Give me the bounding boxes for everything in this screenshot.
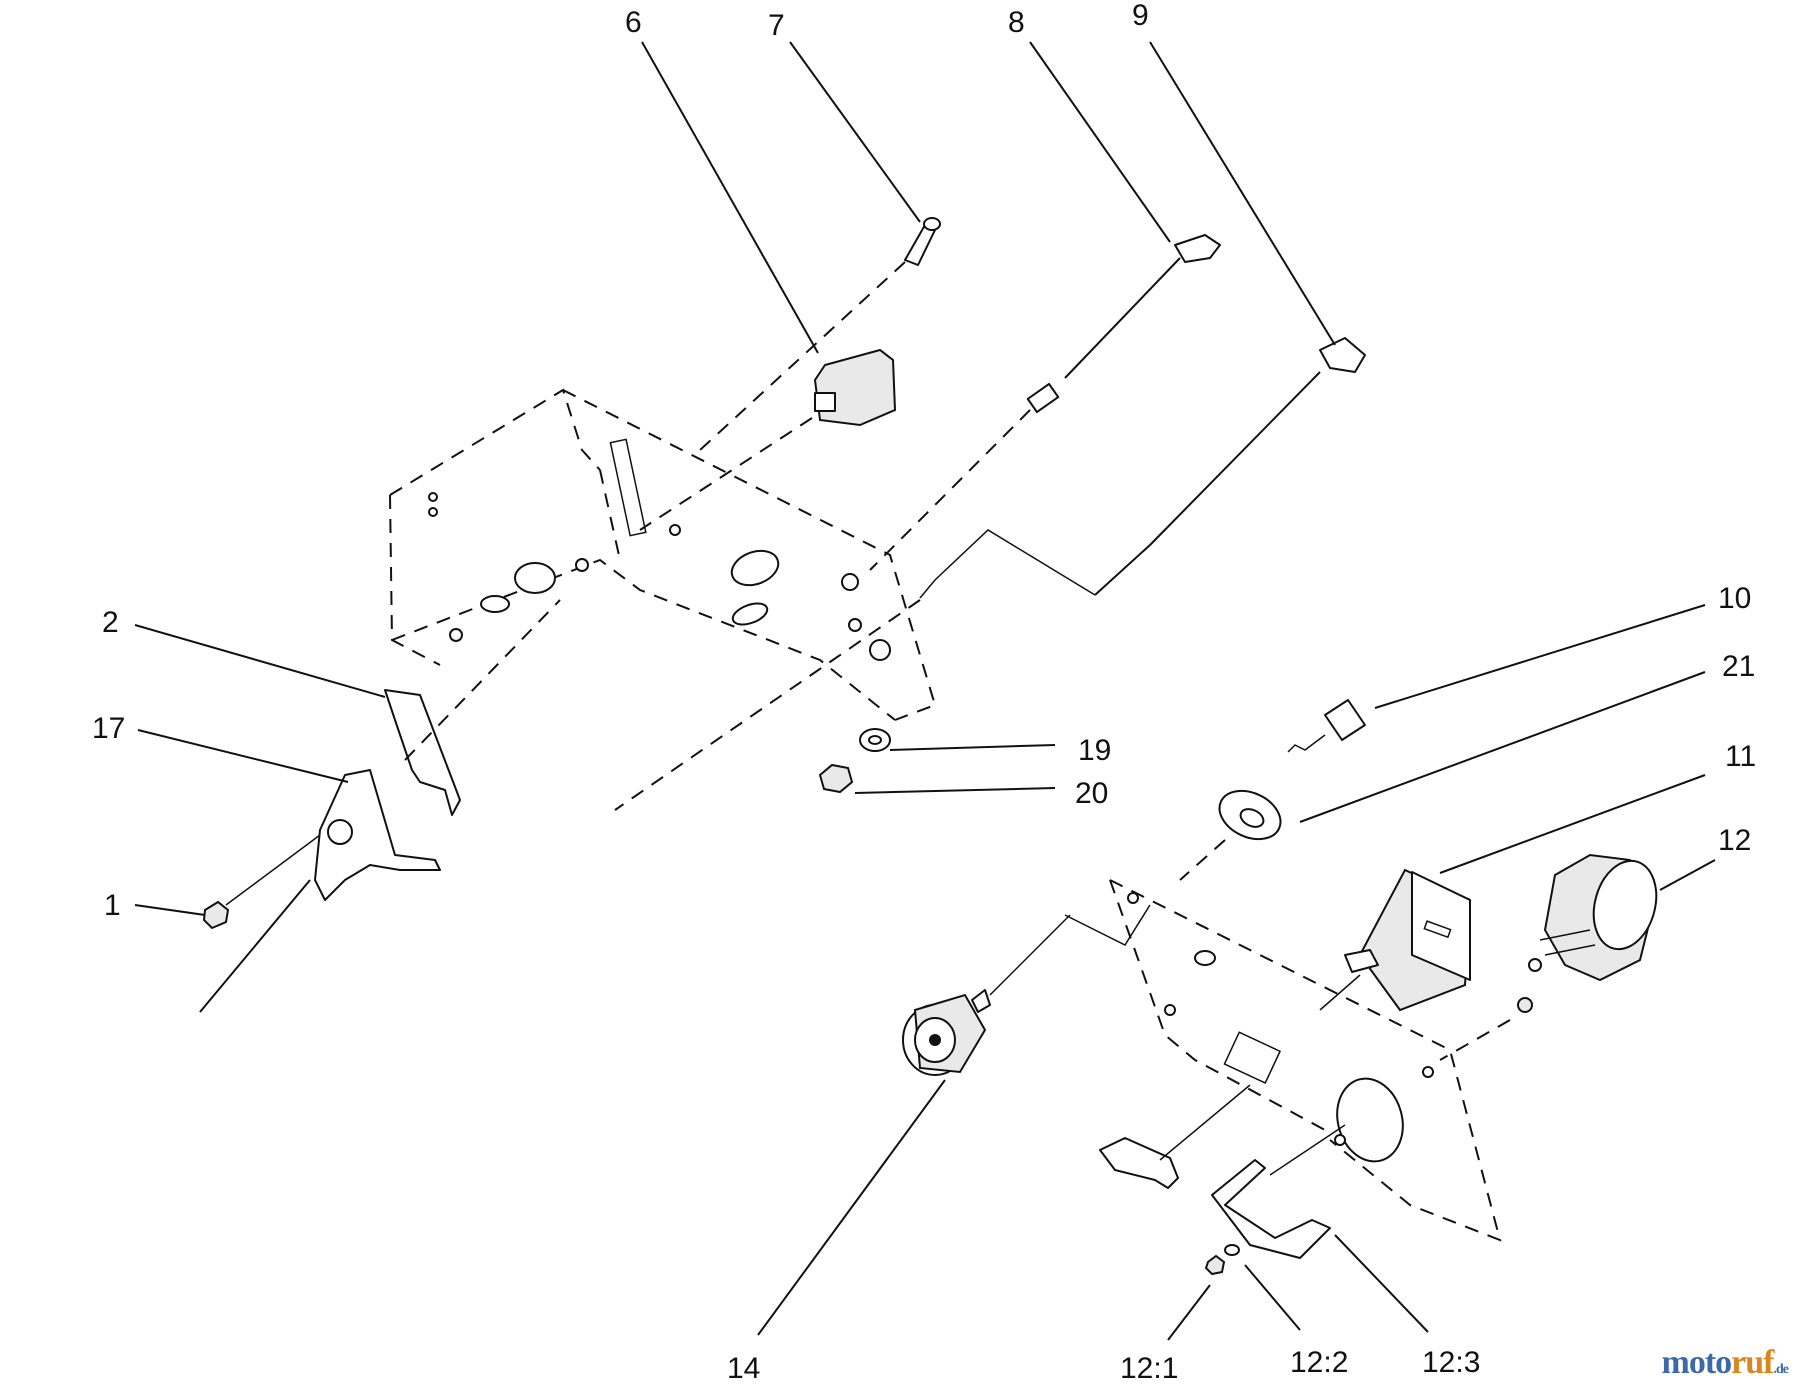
callout-labels: 6 7 8 9 2 17 1 19 20 10 21 11 12 14 12:1… — [92, 0, 1756, 1385]
throttle-lever-part-17 — [199, 599, 561, 1013]
leader-19 — [889, 744, 1056, 751]
nut-part-12-1 — [1204, 1254, 1226, 1276]
callout-1: 1 — [104, 889, 121, 922]
washer-part-12-2 — [1224, 1244, 1240, 1256]
leader-17 — [137, 729, 349, 783]
leader-6 — [641, 41, 819, 354]
leader-21 — [1299, 671, 1706, 823]
knob-part-6 — [639, 348, 897, 531]
callout-14: 14 — [727, 1352, 760, 1385]
leader-8 — [1029, 41, 1171, 243]
plate-part-2 — [384, 689, 461, 816]
leader-12-1 — [1167, 1284, 1211, 1341]
leader-11 — [1439, 774, 1706, 874]
callout-12-1: 12:1 — [1120, 1352, 1178, 1385]
cable-part-8 — [869, 234, 1221, 571]
cable-part-9 — [614, 337, 1366, 811]
watermark-accent: ruf — [1731, 1344, 1774, 1381]
callout-12-3: 12:3 — [1422, 1346, 1480, 1379]
leader-12-3 — [1334, 1234, 1429, 1333]
leader-2 — [134, 624, 386, 698]
leader-9 — [1149, 41, 1336, 346]
nut-part-1 — [202, 834, 321, 930]
control-panel-bracket — [389, 388, 937, 721]
leader-12 — [1659, 859, 1716, 891]
leader-7 — [789, 41, 921, 223]
dash-panel-plate — [1064, 879, 1502, 1242]
watermark-tld: .de — [1773, 1362, 1789, 1377]
watermark-main: moto — [1661, 1344, 1733, 1381]
callout-2: 2 — [102, 606, 119, 639]
callout-20: 20 — [1075, 777, 1108, 810]
watermark-logo: motoruf.de — [1661, 1344, 1789, 1382]
leader-10 — [1374, 604, 1706, 709]
callout-10: 10 — [1718, 582, 1751, 615]
callout-19: 19 — [1078, 734, 1111, 767]
callout-11: 11 — [1725, 740, 1756, 773]
leader-1 — [134, 904, 206, 916]
nut-ring-part-21 — [1179, 789, 1282, 881]
switch-bracket — [1099, 1084, 1251, 1189]
callout-12-2: 12:2 — [1290, 1346, 1348, 1379]
clamp-part-12-3 — [1211, 1124, 1346, 1259]
ignition-switch-part-14 — [902, 914, 1071, 1076]
washer-part-19 — [859, 728, 891, 752]
leader-12-2 — [1244, 1264, 1301, 1331]
key-part-10 — [1287, 699, 1366, 753]
screw-part-7 — [699, 217, 941, 451]
callout-7: 7 — [768, 9, 785, 42]
leader-lines — [134, 41, 1716, 1341]
hour-meter-part-11 — [1319, 868, 1472, 1012]
leader-14 — [757, 1079, 946, 1336]
gauge-part-12 — [1439, 853, 1658, 1061]
callout-21: 21 — [1722, 650, 1755, 683]
callout-6: 6 — [625, 6, 642, 39]
callout-9: 9 — [1132, 0, 1149, 32]
callout-17: 17 — [92, 712, 125, 745]
callout-12: 12 — [1718, 824, 1751, 857]
callout-8: 8 — [1008, 6, 1025, 39]
nut-part-20 — [818, 763, 854, 794]
leader-20 — [854, 787, 1056, 794]
